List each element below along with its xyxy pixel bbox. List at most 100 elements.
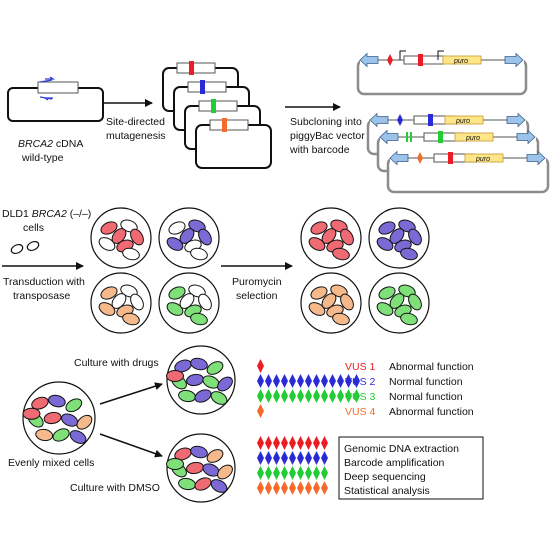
barcode-diamond-icon — [273, 451, 280, 465]
cell-icon — [321, 293, 337, 309]
barcode-diamond-icon — [313, 466, 320, 480]
mixed-cells-dish — [22, 381, 96, 455]
cell-icon — [310, 221, 328, 235]
barcode-diamond-icon — [281, 466, 288, 480]
cell-icon — [122, 312, 140, 326]
puro-label: puro — [453, 58, 468, 65]
barcode-diamond-icon — [273, 374, 280, 388]
cdna-insert — [187, 81, 227, 93]
drug-dish — [166, 345, 236, 415]
mutation-mark — [211, 99, 216, 113]
cell-icon — [190, 312, 208, 326]
analysis-step-4: Statistical analysis — [344, 485, 430, 497]
barcode-diamond-icon — [297, 481, 304, 495]
dld1-cells-icon — [10, 240, 40, 255]
barcode-diamond-icon — [305, 451, 312, 465]
vus-result: Abnormal function — [389, 361, 474, 373]
cell-icon — [190, 357, 208, 371]
cell-icon — [190, 247, 208, 261]
cell-icon — [198, 228, 212, 246]
barcode-diamond-icon — [289, 389, 296, 403]
vus-result: Normal function — [389, 376, 463, 388]
cell-icon — [217, 464, 233, 480]
culture-dish — [368, 207, 430, 269]
barcode-diamond-icon — [297, 436, 304, 450]
subcloning-label-line1: Subcloning into — [290, 116, 362, 128]
cell-icon — [76, 414, 93, 430]
cell-icon — [194, 389, 212, 403]
primer-reverse-icon — [42, 97, 53, 101]
barcode-diamond-icon — [321, 389, 328, 403]
cell-icon — [179, 228, 195, 244]
barcode-diamond-icon — [289, 466, 296, 480]
cell-icon — [69, 430, 87, 444]
cell-icon — [98, 302, 116, 316]
cell-icon — [332, 247, 350, 261]
cell-icon — [190, 445, 208, 459]
wildtype-label-line1: BRCA2 cDNA — [18, 138, 83, 150]
barcode-diamond-icon — [313, 451, 320, 465]
cell-icon — [206, 449, 224, 463]
itr-arrow-icon — [369, 112, 389, 128]
cells-label-line1: DLD1 BRCA2 (–/–) — [2, 208, 91, 220]
cdna-insert — [198, 100, 238, 112]
cell-icon — [166, 370, 184, 382]
promoter-icon — [437, 50, 444, 60]
analysis-step-3: Deep sequencing — [344, 471, 426, 483]
culture-dish — [90, 207, 152, 269]
puro-label: puro — [455, 118, 470, 125]
cell-icon — [98, 237, 116, 251]
cell-icon — [43, 411, 62, 425]
cell-icon — [22, 407, 41, 420]
cell-icon — [389, 293, 405, 309]
barcode-diamond-icon — [345, 374, 352, 388]
cell-icon — [168, 286, 186, 300]
cell-icon — [332, 312, 350, 326]
cell-icon — [400, 312, 418, 326]
barcode-diamond-icon — [297, 451, 304, 465]
barcode-diamond-icon — [257, 451, 264, 465]
cell-icon — [408, 293, 422, 311]
culture-drugs-label: Culture with drugs — [74, 357, 159, 369]
barcode-bar — [410, 132, 412, 142]
cell-icon — [111, 228, 127, 244]
barcode-diamond-icon — [281, 389, 288, 403]
barcode-diamond-icon — [273, 436, 280, 450]
cell-icon — [308, 237, 326, 251]
barcode-diamond-icon — [257, 404, 264, 418]
mutation-mark — [448, 152, 453, 164]
cell-icon — [65, 398, 83, 413]
barcode-diamond-icon — [265, 374, 272, 388]
cell-icon — [321, 228, 337, 244]
piggybac-vector: puro — [356, 50, 528, 96]
dishes-after-selection — [300, 207, 430, 334]
cell-icon — [206, 361, 224, 375]
cell-icon — [400, 247, 418, 261]
cell-icon — [179, 293, 195, 309]
barcode-diamond-icon — [257, 481, 264, 495]
wildtype-label-line2: wild-type — [21, 152, 64, 164]
barcode-bar — [406, 132, 408, 142]
cell-icon — [166, 458, 184, 470]
drug-barcode-diamonds — [257, 359, 360, 418]
barcode-diamond-icon — [313, 481, 320, 495]
barcode-diamond-icon — [281, 451, 288, 465]
plasmid-backbone — [195, 124, 272, 169]
barcode-diamond-icon — [329, 374, 336, 388]
barcode-diamond-icon — [321, 436, 328, 450]
dmso-dish-cells — [166, 433, 236, 503]
puro-cassette — [454, 132, 494, 142]
itr-arrow-icon — [389, 150, 409, 166]
barcode-diamond-icon — [329, 389, 336, 403]
cell-icon — [166, 302, 184, 316]
puro-cassette — [442, 55, 482, 65]
transduction-label-line1: Transduction with — [3, 276, 85, 288]
cell-icon — [217, 376, 233, 392]
barcode-diamond-icon — [257, 466, 264, 480]
analysis-step-1: Genomic DNA extraction — [344, 443, 459, 455]
mutation-mark — [418, 54, 423, 66]
cell-icon — [340, 228, 354, 246]
cell-icon — [100, 286, 118, 300]
barcode-diamond-icon — [265, 436, 272, 450]
culture-dish — [300, 272, 362, 334]
